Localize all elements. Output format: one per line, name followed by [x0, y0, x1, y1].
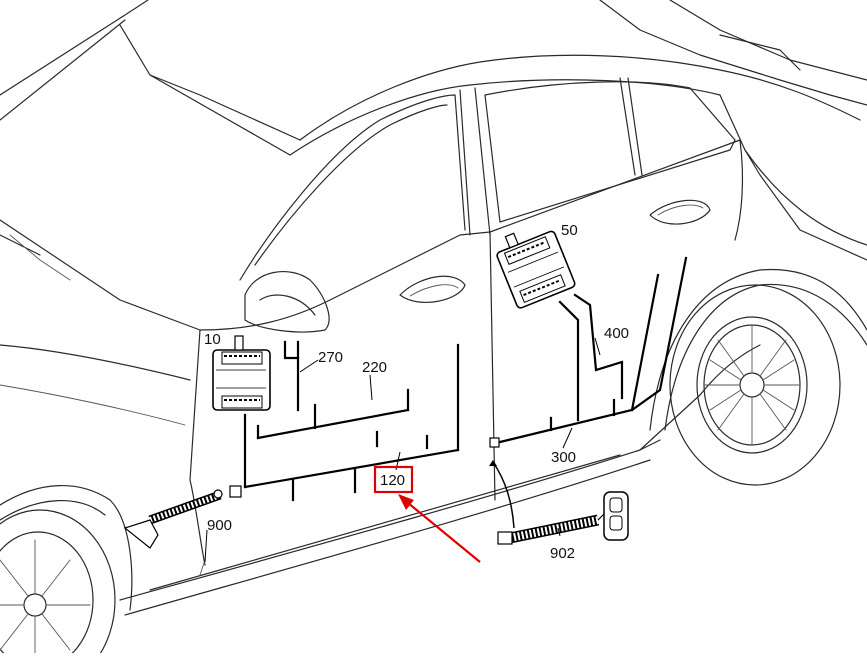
control-unit-50	[496, 230, 576, 309]
wiring-harness	[243, 256, 688, 502]
connector-902	[489, 437, 629, 545]
front-wheel	[0, 509, 116, 658]
label-220: 220	[362, 359, 387, 376]
connector-900	[123, 485, 242, 549]
leader-lines	[204, 337, 601, 563]
highlight-arrow	[401, 497, 481, 563]
highlight-box	[373, 465, 414, 494]
rear-wheel	[669, 284, 841, 486]
label-400: 400	[604, 325, 629, 342]
control-unit-10	[212, 335, 271, 411]
car-body-outline	[0, 0, 867, 616]
label-50: 50	[561, 222, 578, 239]
label-270: 270	[318, 349, 343, 366]
highlight-120: 120	[373, 465, 481, 563]
highlight-arrow-head	[398, 494, 414, 510]
label-300: 300	[551, 449, 576, 466]
label-902: 902	[550, 545, 575, 562]
label-120: 120	[380, 472, 405, 489]
label-10: 10	[204, 331, 221, 348]
label-900: 900	[207, 517, 232, 534]
